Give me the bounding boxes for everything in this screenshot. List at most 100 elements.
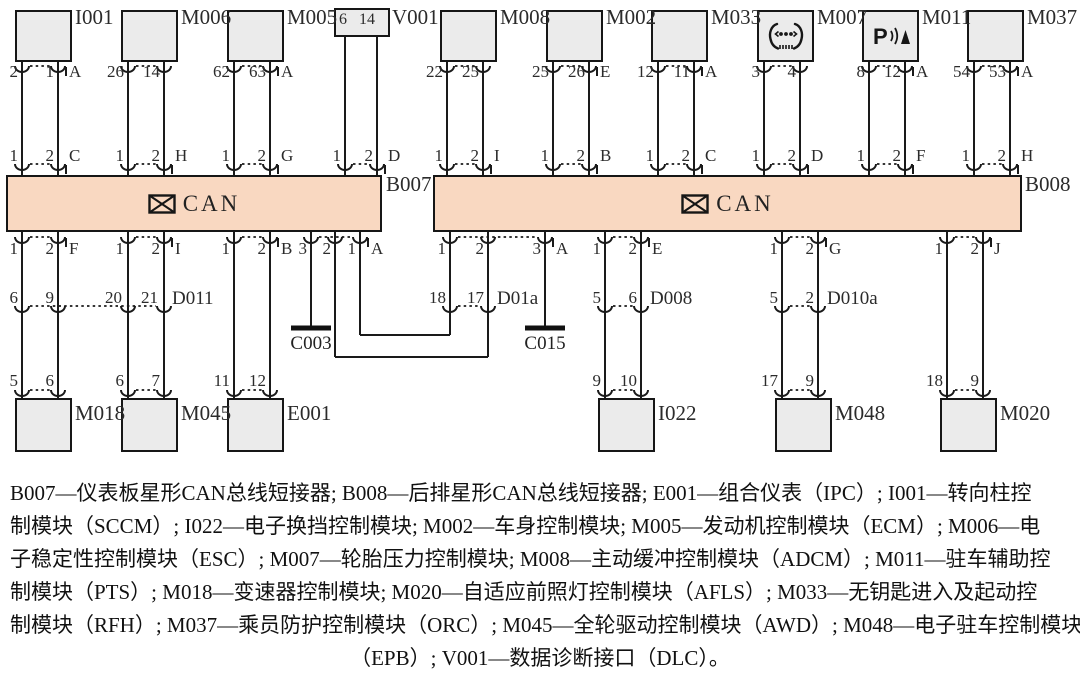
pin-number: 1 xyxy=(592,239,602,258)
module-box-m045 xyxy=(121,398,178,452)
ground-label-c003: C003 xyxy=(290,333,332,354)
pin-number: 9 xyxy=(805,371,815,390)
connector-letter: C xyxy=(705,146,717,165)
pin-number: 1 xyxy=(934,239,944,258)
can-bus-bar-b008: CAN xyxy=(433,175,1022,232)
connector-letter: B xyxy=(281,239,293,258)
pin-number: 2 xyxy=(805,288,815,307)
inline-connector-label: D008 xyxy=(650,288,693,309)
connector-letter: A xyxy=(705,62,718,81)
pin-number: 2 xyxy=(257,239,267,258)
pin-number: 2 xyxy=(257,146,267,165)
module-box-m033 xyxy=(651,10,708,62)
pin-number: 22 xyxy=(426,62,443,81)
pin-number: 2 xyxy=(364,146,374,165)
connector-letter: A xyxy=(371,239,384,258)
pin-number: 17 xyxy=(467,288,484,307)
module-label: M005 xyxy=(287,5,338,29)
pin-number: 53 xyxy=(989,62,1006,81)
pin-number: 1 xyxy=(9,239,19,258)
pin-number: 1 xyxy=(332,146,342,165)
connector-letter: C xyxy=(69,146,81,165)
pin-number: 26 xyxy=(568,62,585,81)
inline-connector-label: D011 xyxy=(172,288,214,309)
module-label: M020 xyxy=(1000,401,1051,425)
twisted-pair-icon xyxy=(148,193,176,214)
svg-text:P: P xyxy=(873,24,888,49)
pin-number: 8 xyxy=(856,62,866,81)
connector-letter: A xyxy=(69,62,82,81)
connector-letter: A xyxy=(1021,62,1034,81)
connector-letter: A xyxy=(281,62,294,81)
pin-number: 2 xyxy=(475,239,485,258)
pin-number: 25 xyxy=(532,62,549,81)
pin-number: 1 xyxy=(347,239,357,258)
pin-number: 18 xyxy=(926,371,943,390)
pin-number: 5 xyxy=(9,371,19,390)
module-label: M007 xyxy=(817,5,868,29)
pin-number: 1 xyxy=(437,239,447,258)
twisted-pair-icon xyxy=(681,193,709,214)
connector-letter: D xyxy=(388,146,401,165)
pin-number: 2 xyxy=(892,146,902,165)
wiring-layer xyxy=(14,37,1019,398)
module-box-m011: P xyxy=(862,10,919,62)
inline-connector-label: D010a xyxy=(827,288,878,309)
module-box-m007 xyxy=(757,10,814,62)
module-label: I001 xyxy=(75,5,114,29)
module-box-m018 xyxy=(15,398,72,452)
ground-label-c015: C015 xyxy=(524,333,566,354)
pin-number: 3 xyxy=(751,62,761,81)
can-bar-text: CAN xyxy=(716,190,774,216)
module-box-m037 xyxy=(967,10,1024,62)
pin-number: 1 xyxy=(434,146,444,165)
connector-letter: A xyxy=(916,62,929,81)
module-label: E001 xyxy=(287,401,332,425)
pin-number: 9 xyxy=(592,371,602,390)
pin-number: 54 xyxy=(953,62,970,81)
pin-number: 14 xyxy=(359,11,375,28)
pin-number: 26 xyxy=(107,62,124,81)
can-bus-bar-b007: CAN xyxy=(6,175,382,232)
pin-number: 20 xyxy=(105,288,122,307)
pin-number: 6 xyxy=(115,371,125,390)
module-label: M011 xyxy=(922,5,972,29)
pin-number: 2 xyxy=(470,146,480,165)
pin-number: 2 xyxy=(805,239,815,258)
connector-letter: E xyxy=(600,62,611,81)
bus-bar-label-b008: B008 xyxy=(1025,172,1071,196)
pin-number: 11 xyxy=(673,62,690,81)
module-label: M033 xyxy=(711,5,762,29)
pin-number: 2 xyxy=(151,146,161,165)
connector-letter: H xyxy=(175,146,188,165)
pin-number: 14 xyxy=(143,62,160,81)
tpms-icon xyxy=(768,22,803,50)
module-label: M045 xyxy=(181,401,232,425)
pin-number: 6 xyxy=(628,288,638,307)
connector-letter: G xyxy=(281,146,294,165)
pin-number: 2 xyxy=(322,239,332,258)
module-label: M008 xyxy=(500,5,551,29)
pin-number: 3 xyxy=(298,239,308,258)
pin-number: 1 xyxy=(115,239,125,258)
pin-number: 25 xyxy=(462,62,479,81)
inline-connector-label: D01a xyxy=(497,288,539,309)
parking-assist-icon: P xyxy=(873,24,910,49)
module-label: M018 xyxy=(75,401,126,425)
pin-number: 3 xyxy=(532,239,542,258)
pin-number: 2 xyxy=(45,146,55,165)
pin-number: 2 xyxy=(576,146,586,165)
pin-number: 7 xyxy=(151,371,161,390)
pin-number: 2 xyxy=(628,239,638,258)
pin-number: 9 xyxy=(45,288,55,307)
pin-number: 1 xyxy=(540,146,550,165)
module-label: M048 xyxy=(835,401,886,425)
connector-letter: G xyxy=(829,239,842,258)
module-label: M006 xyxy=(181,5,232,29)
pin-number: 12 xyxy=(249,371,266,390)
pin-number: 6 xyxy=(9,288,19,307)
pin-number: 6 xyxy=(339,11,347,28)
pin-number: 1 xyxy=(221,239,231,258)
module-box-i001 xyxy=(15,10,72,62)
